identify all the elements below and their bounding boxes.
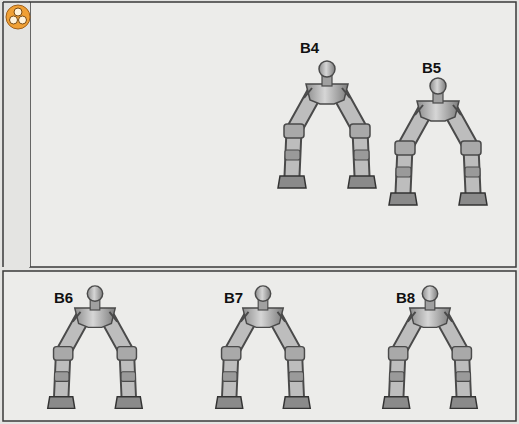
part-number: B8: [396, 290, 415, 305]
part-number: B7: [224, 290, 243, 305]
part-number: B5: [422, 60, 441, 75]
part-number: B6: [54, 290, 73, 305]
part-number: B4: [300, 40, 319, 55]
